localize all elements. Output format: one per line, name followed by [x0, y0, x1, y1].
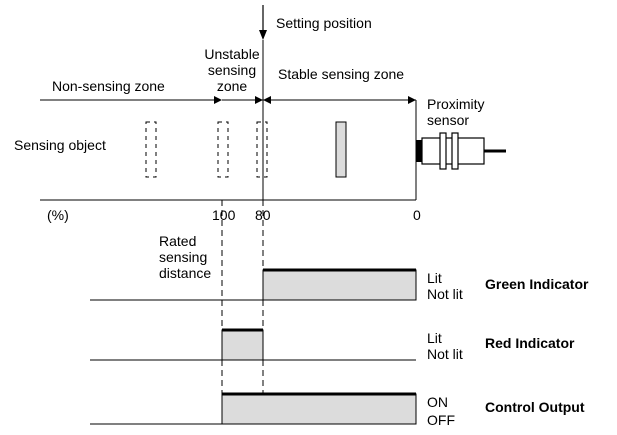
tick-0-label: 0	[413, 207, 421, 223]
green-indicator-on-area	[262, 269, 417, 301]
object-position-non-sensing	[145, 121, 157, 178]
unstable-zone-arrowhead-left	[214, 96, 222, 104]
rated-distance-label-3: distance	[159, 265, 212, 281]
object-position-setting	[256, 121, 268, 178]
rated-distance-label-2: sensing	[159, 249, 208, 265]
sensing-object-label: Sensing object	[14, 137, 106, 153]
green-indicator-off-label: Not lit	[427, 286, 463, 302]
control-output-off-label: OFF	[427, 412, 455, 428]
proximity-sensor-icon	[416, 132, 506, 170]
setting-position-label: Setting position	[276, 15, 372, 31]
stable-zone-arrowhead-right	[408, 96, 416, 104]
green-indicator-title: Green Indicator	[485, 276, 589, 292]
proximity-sensor-label-1: Proximity	[427, 96, 485, 112]
control-output-on-label: ON	[427, 394, 448, 410]
non-sensing-zone-label: Non-sensing zone	[52, 78, 165, 94]
rated-distance-label-1: Rated	[159, 233, 197, 249]
red-indicator-on-area	[221, 329, 264, 361]
unstable-zone-label-3: zone	[216, 78, 248, 94]
tick-80-label: 80	[255, 207, 271, 223]
object-position-unstable	[217, 121, 229, 178]
axis-unit-label: (%)	[47, 207, 69, 223]
red-indicator-off-label: Not lit	[427, 346, 463, 362]
object-position-stable	[335, 121, 347, 178]
unstable-zone-label-2: sensing	[207, 62, 257, 78]
control-output-on-area	[221, 393, 417, 425]
unstable-zone-arrowhead-right	[255, 96, 263, 104]
unstable-zone-label-1: Unstable	[204, 46, 260, 62]
setting-position-arrowhead	[259, 30, 267, 40]
green-indicator-on-label: Lit	[427, 270, 442, 286]
control-output-title: Control Output	[485, 399, 585, 415]
red-indicator-on-label: Lit	[427, 330, 442, 346]
proximity-sensor-label-2: sensor	[427, 112, 470, 128]
red-indicator-title: Red Indicator	[485, 335, 575, 351]
tick-100-label: 100	[212, 207, 236, 223]
stable-zone-label: Stable sensing zone	[278, 66, 405, 82]
